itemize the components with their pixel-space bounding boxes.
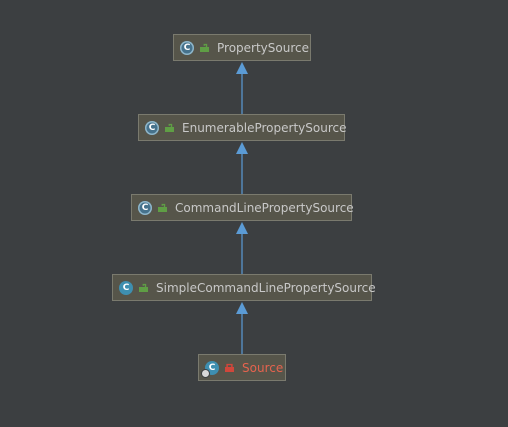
- public-icon: [158, 203, 167, 212]
- abstract-class-icon: C: [144, 120, 160, 136]
- node-label: EnumerablePropertySource: [182, 120, 347, 135]
- edge-arrowhead: [236, 302, 248, 314]
- public-icon: [165, 123, 174, 132]
- class-icon: C: [118, 280, 134, 296]
- node-enumerable-property-source[interactable]: C EnumerablePropertySource: [138, 114, 347, 141]
- abstract-class-icon: C: [137, 200, 153, 216]
- inheritance-edge: [236, 62, 248, 114]
- inheritance-edge: [236, 302, 248, 354]
- node-command-line-property-source[interactable]: C CommandLinePropertySource: [131, 194, 354, 221]
- private-icon: [225, 363, 234, 372]
- node-property-source[interactable]: C PropertySource: [173, 34, 311, 61]
- edge-arrowhead: [236, 222, 248, 234]
- node-source[interactable]: C Source: [198, 354, 286, 381]
- node-label: SimpleCommandLinePropertySource: [156, 280, 376, 295]
- abstract-class-icon: C: [179, 40, 195, 56]
- edge-arrowhead: [236, 62, 248, 74]
- inheritance-edge: [236, 222, 248, 274]
- edge-arrowhead: [236, 142, 248, 154]
- node-label: CommandLinePropertySource: [175, 200, 354, 215]
- public-icon: [200, 43, 209, 52]
- inner-class-icon: C: [201, 360, 220, 378]
- inheritance-edge: [236, 142, 248, 194]
- edges-layer: [236, 62, 248, 354]
- node-label: PropertySource: [217, 40, 309, 55]
- node-simple-command-line-property-source[interactable]: C SimpleCommandLinePropertySource: [112, 274, 376, 301]
- public-icon: [139, 283, 148, 292]
- node-label: Source: [242, 360, 284, 375]
